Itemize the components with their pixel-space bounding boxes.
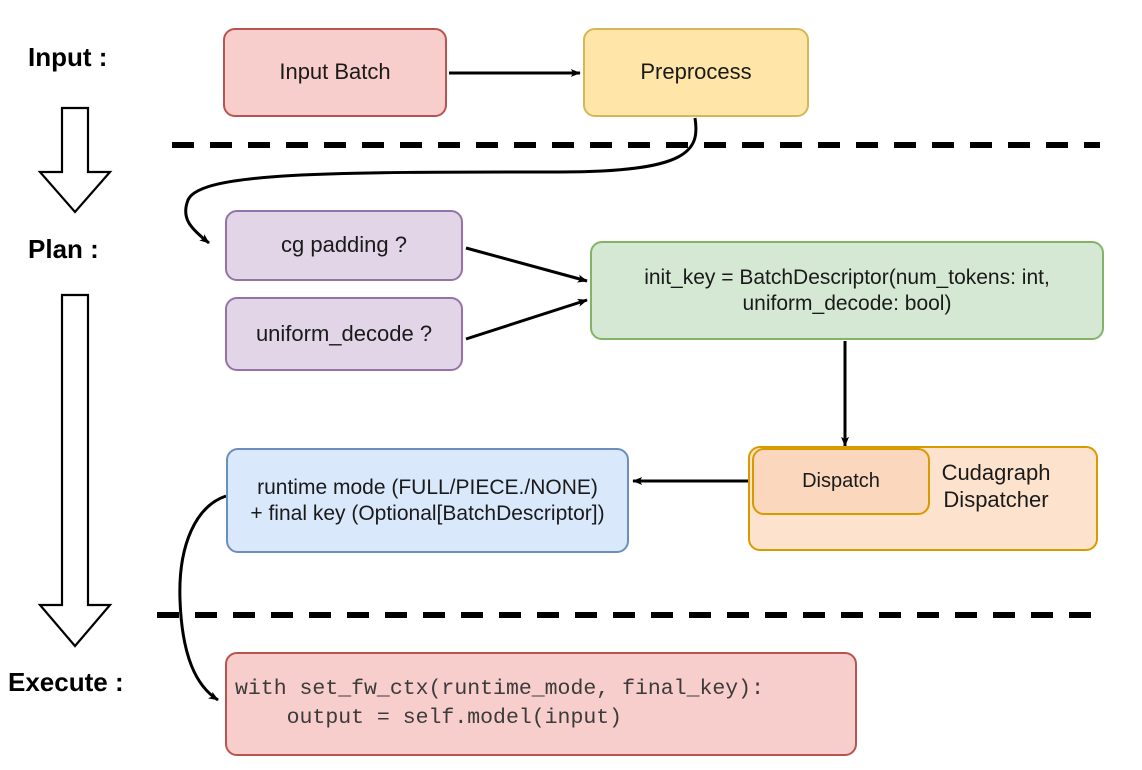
node-dispatch[interactable]: Dispatch [752, 448, 930, 515]
cg-padding-to-init-key-arrow [465, 246, 588, 283]
stage-label-input: Input : [28, 42, 108, 72]
uniform-decode-to-init-key-arrow [465, 298, 588, 341]
node-uniform-decode[interactable]: uniform_decode ? [225, 297, 463, 371]
node-code-block[interactable]: with set_fw_ctx(runtime_mode, final_key)… [225, 652, 857, 756]
node-runtime-mode[interactable]: runtime mode (FULL/PIECE./NONE) + final … [226, 448, 629, 553]
node-preprocess[interactable]: Preprocess [583, 28, 809, 117]
node-init-key[interactable]: init_key = BatchDescriptor(num_tokens: i… [590, 241, 1104, 340]
plan-to-execute-stage-arrow [37, 293, 113, 648]
cudagraph-dispatcher-label: Cudagraph Dispatcher [941, 460, 1051, 512]
runtime-mode-to-code-block-arrow [178, 494, 227, 702]
stage-label-plan: Plan : [28, 234, 99, 264]
node-cg-padding[interactable]: cg padding ? [225, 210, 463, 281]
stage-label-execute: Execute : [8, 667, 124, 697]
input-to-plan-stage-arrow [37, 106, 113, 214]
node-input-batch[interactable]: Input Batch [223, 28, 447, 117]
